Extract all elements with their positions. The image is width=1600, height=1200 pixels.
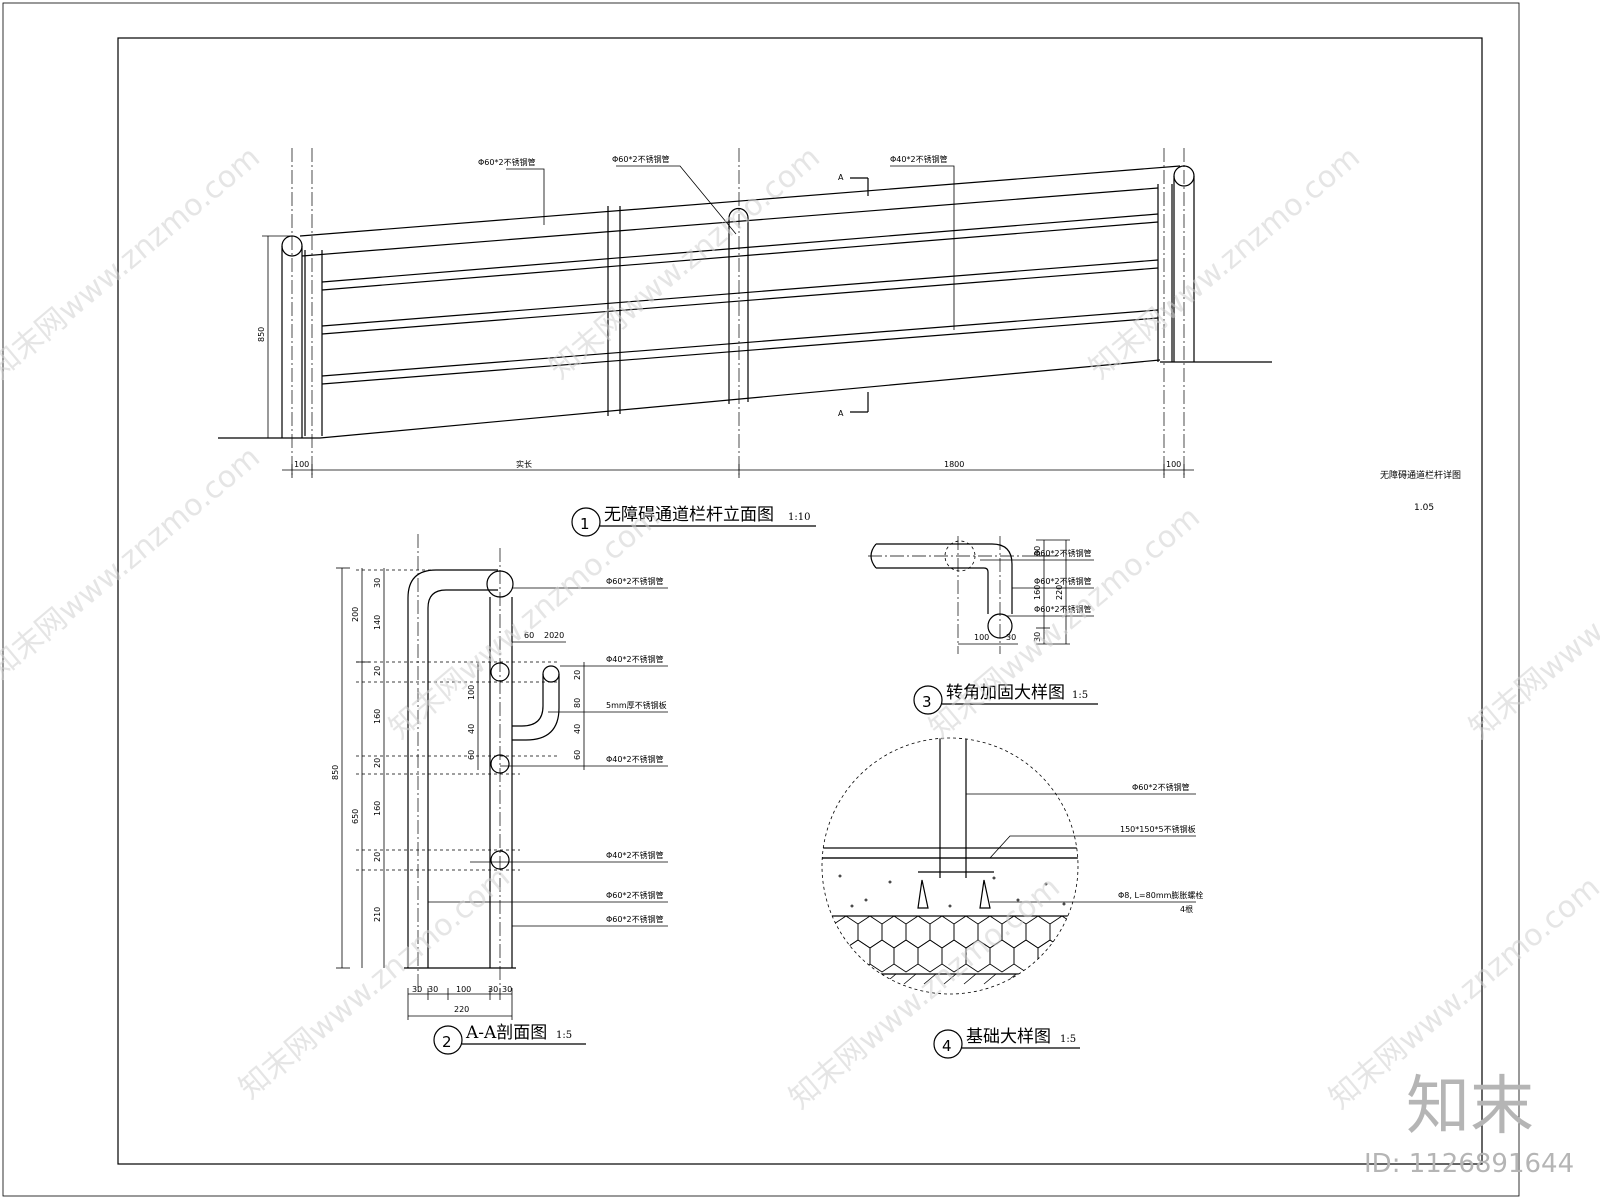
- sec-bot-30a: 30: [412, 985, 422, 994]
- elev-dim-right: 100: [1166, 460, 1181, 469]
- elev-label-rails: Φ40*2不锈钢管: [890, 154, 948, 164]
- found-label-pipe: Φ60*2不锈钢管: [1132, 782, 1190, 792]
- outer-frame: [2, 2, 1520, 1197]
- corner-dim-220: 220: [1055, 585, 1064, 600]
- sec-dim-650: 650: [351, 809, 360, 824]
- view2-index: 2: [442, 1033, 452, 1051]
- sec-label-5: Φ60*2不锈钢管: [606, 890, 664, 900]
- elev-dim-1800: 1800: [944, 460, 964, 469]
- corner-view: Φ60*2不锈钢管 Φ60*2不锈钢管 Φ60*2不锈钢管 30 160 30 …: [868, 536, 1098, 715]
- bracket-dim-100: 100: [467, 685, 476, 700]
- sec-dim-b: 140: [373, 615, 382, 630]
- view3-scale: 1:5: [1072, 690, 1088, 701]
- corner-dim-100: 100: [974, 633, 989, 642]
- corner-label-2: Φ60*2不锈钢管: [1034, 576, 1092, 586]
- view4-scale: 1:5: [1060, 1034, 1076, 1045]
- view4-index: 4: [942, 1037, 952, 1055]
- section-mark-top: A: [838, 173, 844, 182]
- image-id: ID: 1126891644: [1364, 1149, 1574, 1179]
- sec-label-3: Φ40*2不锈钢管: [606, 754, 664, 764]
- drawing-border: [117, 37, 1483, 1165]
- sec-dim-g: 20: [373, 852, 382, 862]
- sec-dim-f: 160: [373, 801, 382, 816]
- elev-dim-span: 实长: [516, 459, 532, 469]
- corner-dim-160: 160: [1033, 585, 1042, 600]
- watermark-4: 知末网www.znzmo.com: [0, 440, 267, 686]
- sec-top-dim-60: 60: [524, 631, 534, 640]
- view4-title: 基础大样图: [966, 1027, 1051, 1047]
- view1-index: 1: [580, 515, 590, 533]
- elev-height-dim: 850: [257, 327, 266, 342]
- elev-dim-left: 100: [294, 460, 309, 469]
- view1-scale: 1:10: [788, 512, 810, 523]
- section-view: 850 200 650 30 140 20 160 20 160 20 210 …: [331, 534, 668, 1055]
- sec-bot-30c: 30: [488, 985, 498, 994]
- sec-label-plate: 5mm厚不锈钢板: [606, 700, 667, 710]
- corner-dim-30: 30: [1006, 633, 1016, 642]
- elev-label-top-rail: Φ60*2不锈钢管: [478, 157, 536, 167]
- sec-dim-a: 30: [373, 578, 382, 588]
- view1-title: 无障碍通道栏杆立面图: [604, 505, 774, 525]
- brand-logo: 知末: [1406, 1070, 1534, 1144]
- sec-total-dim: 850: [331, 765, 340, 780]
- watermark-7: 知末网www.znzmo.com: [1463, 500, 1600, 746]
- sheet-number: 1.05: [1414, 503, 1434, 513]
- corner-dim-30a: 30: [1033, 546, 1042, 556]
- view2-title: A-A剖面图: [465, 1023, 547, 1043]
- found-label-anchor: Φ8, L=80mm膨胀螺栓: [1118, 890, 1203, 900]
- sec-label-2: Φ40*2不锈钢管: [606, 654, 664, 664]
- bracket-dim-r1: 20: [573, 670, 582, 680]
- sec-label-4: Φ40*2不锈钢管: [606, 850, 664, 860]
- sec-bot-30b: 30: [428, 985, 438, 994]
- bracket-dim-40: 40: [467, 724, 476, 734]
- sec-label-6: Φ60*2不锈钢管: [606, 914, 664, 924]
- sec-dim-c: 20: [373, 666, 382, 676]
- corner-dim-30b: 30: [1033, 632, 1042, 642]
- sec-dim-200: 200: [351, 607, 360, 622]
- found-label-plate: 150*150*5不锈钢板: [1120, 824, 1196, 834]
- sec-bot-100: 100: [456, 985, 471, 994]
- sec-top-dim-20b: 20: [554, 631, 564, 640]
- bracket-dim-r4: 60: [573, 750, 582, 760]
- sec-dim-d: 160: [373, 709, 382, 724]
- sheet-title: 无障碍通道栏杆详图: [1380, 469, 1461, 481]
- corner-label-1: Φ60*2不锈钢管: [1034, 548, 1092, 558]
- watermarks: 知末网www.znzmo.com 知末网www.znzmo.com 知末网www…: [0, 140, 1600, 1116]
- view2-scale: 1:5: [556, 1030, 572, 1041]
- corner-label-3: Φ60*2不锈钢管: [1034, 604, 1092, 614]
- bracket-dim-r3: 40: [573, 724, 582, 734]
- sec-top-dim-20a: 20: [544, 631, 554, 640]
- found-label-qty: 4根: [1180, 904, 1193, 914]
- sec-bot-220: 220: [454, 1005, 469, 1014]
- elev-label-post: Φ60*2不锈钢管: [612, 154, 670, 164]
- view3-index: 3: [922, 693, 932, 711]
- sec-bot-30d: 30: [502, 985, 512, 994]
- watermark-1: 知末网www.znzmo.com: [0, 140, 267, 386]
- watermark-6: 知末网www.znzmo.com: [923, 500, 1207, 746]
- watermark-8: 知末网www.znzmo.com: [233, 860, 517, 1106]
- view3-title: 转角加固大样图: [946, 683, 1065, 703]
- elevation-view: A A Φ60*2不锈钢管 Φ60*2不锈钢管 Φ40*2不锈钢管 850 10…: [218, 148, 1272, 537]
- bracket-dim-r2: 80: [573, 698, 582, 708]
- sec-label-1: Φ60*2不锈钢管: [606, 576, 664, 586]
- sec-dim-e: 20: [373, 758, 382, 768]
- watermark-9: 知末网www.znzmo.com: [783, 870, 1067, 1116]
- bracket-dim-60: 60: [467, 750, 476, 760]
- watermark-2: 知末网www.znzmo.com: [543, 140, 827, 386]
- sec-dim-h: 210: [373, 907, 382, 922]
- section-mark-bottom: A: [838, 409, 844, 418]
